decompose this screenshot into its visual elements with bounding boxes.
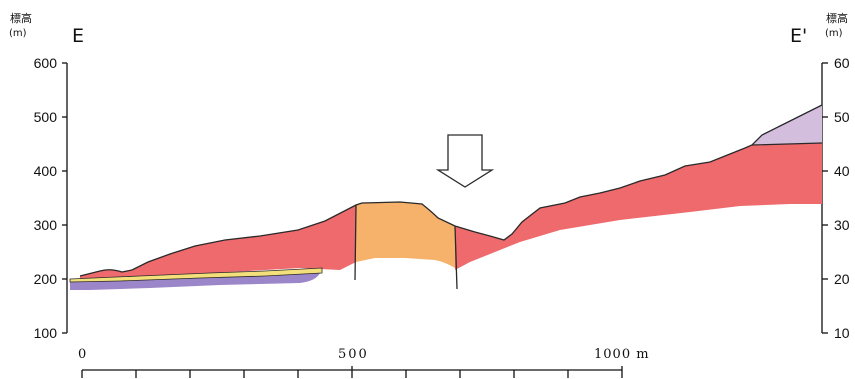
red-unit-left [80, 205, 356, 280]
left-axis-unit: (m) [9, 28, 27, 39]
scale-bar: 0 500 1000 m [78, 347, 650, 378]
right-tick-label: 10 [834, 325, 850, 341]
red-unit-right [455, 143, 822, 270]
right-tick-label: 40 [834, 163, 850, 179]
left-tick-label: 300 [34, 217, 58, 233]
right-axis-title: 標高 [826, 11, 848, 25]
left-tick-label: 200 [34, 271, 58, 287]
right-tick-label: 50 [834, 109, 850, 125]
scale-label-0: 0 [78, 347, 86, 362]
down-arrow-icon [435, 134, 495, 188]
ground-surface-line [79, 104, 823, 277]
left-tick-label: 600 [34, 55, 58, 71]
left-tick-label: 400 [34, 163, 58, 179]
scale-label-500: 500 [338, 347, 369, 362]
left-tick-label: 500 [34, 109, 58, 125]
section-end-label-left: E [72, 25, 84, 47]
right-tick-label: 30 [834, 217, 850, 233]
right-axis: 60 50 40 30 20 10 [821, 55, 850, 341]
right-tick-label: 60 [834, 55, 850, 71]
orange-unit-center [356, 202, 455, 268]
purple-unit [70, 273, 320, 290]
lilac-unit [752, 105, 822, 145]
yellow-layer [69, 267, 323, 283]
left-axis: 600 500 400 300 200 100 [34, 55, 68, 341]
left-axis-title: 標高 [10, 11, 32, 25]
unit-boundary-line [354, 204, 357, 281]
right-tick-label: 20 [834, 271, 850, 287]
section-end-label-right: E' [790, 25, 807, 47]
left-tick-label: 100 [34, 325, 58, 341]
unit-boundary-line [454, 225, 458, 290]
scale-label-1000: 1000 m [594, 347, 650, 362]
strata [69, 104, 823, 290]
right-axis-unit: (m) [825, 28, 843, 39]
unit-boundary-line [751, 142, 823, 146]
